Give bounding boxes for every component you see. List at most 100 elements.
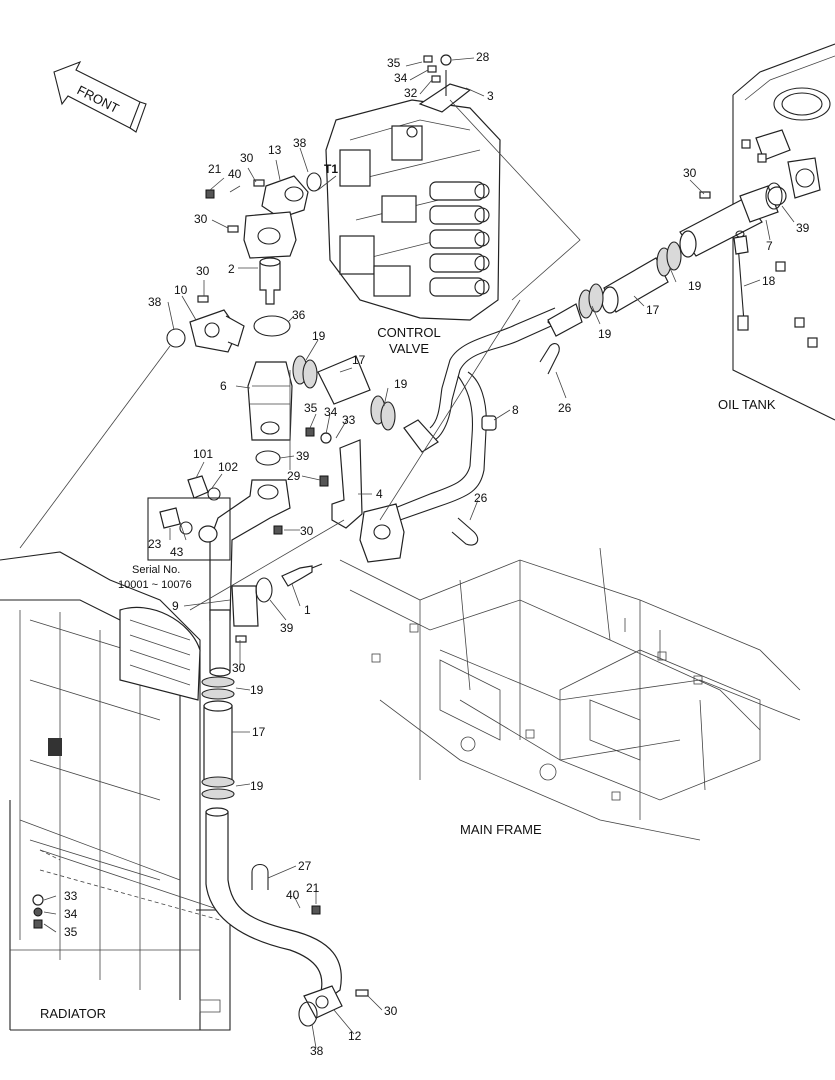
ubolt-26-upper [539,343,560,375]
ubolt-27 [251,863,269,890]
flange-block-upper [243,211,297,259]
clamp-19-pair-b [578,283,604,319]
flange-10 [189,309,245,353]
callout: 102 [218,460,238,474]
callout: 30 [384,1004,398,1018]
clamp-19-pair-e [201,676,235,700]
lower-pipe-12 [205,807,343,1019]
callout: 30 [300,524,314,538]
callout: 27 [298,859,312,873]
callout: 26 [474,491,488,505]
clamp-19-pair-a [656,241,682,277]
clamp-19-pair-c [292,355,318,389]
flange-13 [261,175,309,219]
radiator-hatch [48,738,62,756]
oring-38-upper [166,328,186,348]
callout: 32 [404,86,418,100]
callout: 29 [287,469,301,483]
main-frame-drawing [339,547,801,841]
callout: 7 [766,239,773,253]
oring-38-top [306,172,322,192]
plug-101 [187,475,209,499]
callout: 18 [762,274,776,288]
callout: 26 [558,401,572,415]
oring-39-tank [765,182,783,210]
callout: 34 [64,907,78,921]
callout: 30 [683,166,697,180]
callout: 33 [64,889,78,903]
serial-inset [147,497,231,561]
callout: 17 [252,725,266,739]
hose-17-mid [292,355,396,431]
callout: 19 [598,327,612,341]
callout-labels: 35 34 32 28 3 38 13 30 21 40 T1 30 2 30 … [64,50,810,1058]
callout: 35 [64,925,78,939]
callout: 30 [232,661,246,675]
callout: 4 [376,487,383,501]
serial-note-line1: Serial No. [132,564,180,576]
callout: 39 [796,221,810,235]
oring-102 [207,487,221,501]
control-valve-label-line2: VALVE [389,341,429,356]
callout: 39 [296,449,310,463]
callout: 28 [476,50,490,64]
callout: 19 [394,377,408,391]
callout: 38 [310,1044,324,1058]
callout: 9 [172,599,179,613]
callout: 34 [324,405,338,419]
callout: 17 [352,353,366,367]
hose-17-upper [547,241,682,337]
radiator-drawing [0,551,231,1031]
callout: 21 [306,881,320,895]
callout: 35 [387,56,401,70]
callout: 40 [228,167,242,181]
radiator-label: RADIATOR [40,1006,106,1021]
elbow-pipe-9 [209,479,291,677]
callout: 36 [292,308,306,322]
callout: 19 [312,329,326,343]
callout: 34 [394,71,408,85]
spool-stack [429,181,490,297]
clamp-19-pair-f [201,776,235,800]
serial-note-line2: 10001 ~ 10076 [118,579,192,591]
callout: 30 [196,264,210,278]
callout: 2 [228,262,235,276]
callout: 101 [193,447,213,461]
oring-36 [253,315,291,337]
control-valve-drawing [325,99,501,321]
callout: 33 [342,413,356,427]
callout: 19 [250,683,264,697]
callout: 17 [646,303,660,317]
callout: 43 [170,545,184,559]
dashed-routes [39,849,221,921]
oil-tank-label: OIL TANK [718,397,776,412]
callout: 23 [148,537,162,551]
adapter-2 [259,257,281,305]
callout: 8 [512,403,519,417]
front-arrow: FRONT [53,60,147,133]
callout: 40 [286,888,300,902]
ubolt-26-lower [451,517,479,546]
adapter-1 [281,563,323,587]
callout: 6 [220,379,227,393]
control-valve-label-line1: CONTROL [377,325,441,340]
callout: 19 [688,279,702,293]
callout: 39 [280,621,294,635]
small-bolts [32,179,711,997]
callout-port: T1 [324,162,338,176]
main-frame-label: MAIN FRAME [460,822,542,837]
area-labels: CONTROL VALVE OIL TANK MAIN FRAME RADIAT… [40,325,776,1021]
callout: 35 [304,401,318,415]
callout: 19 [250,779,264,793]
bracket-3 [418,54,472,113]
callout: 38 [293,136,307,150]
callout: 30 [194,212,208,226]
callout: 30 [240,151,254,165]
hose-17-lower [201,676,235,800]
bracket-4 [331,439,363,529]
callout: 1 [304,603,311,617]
leader-lines [19,57,795,1049]
oring-38-lower [298,1001,318,1027]
